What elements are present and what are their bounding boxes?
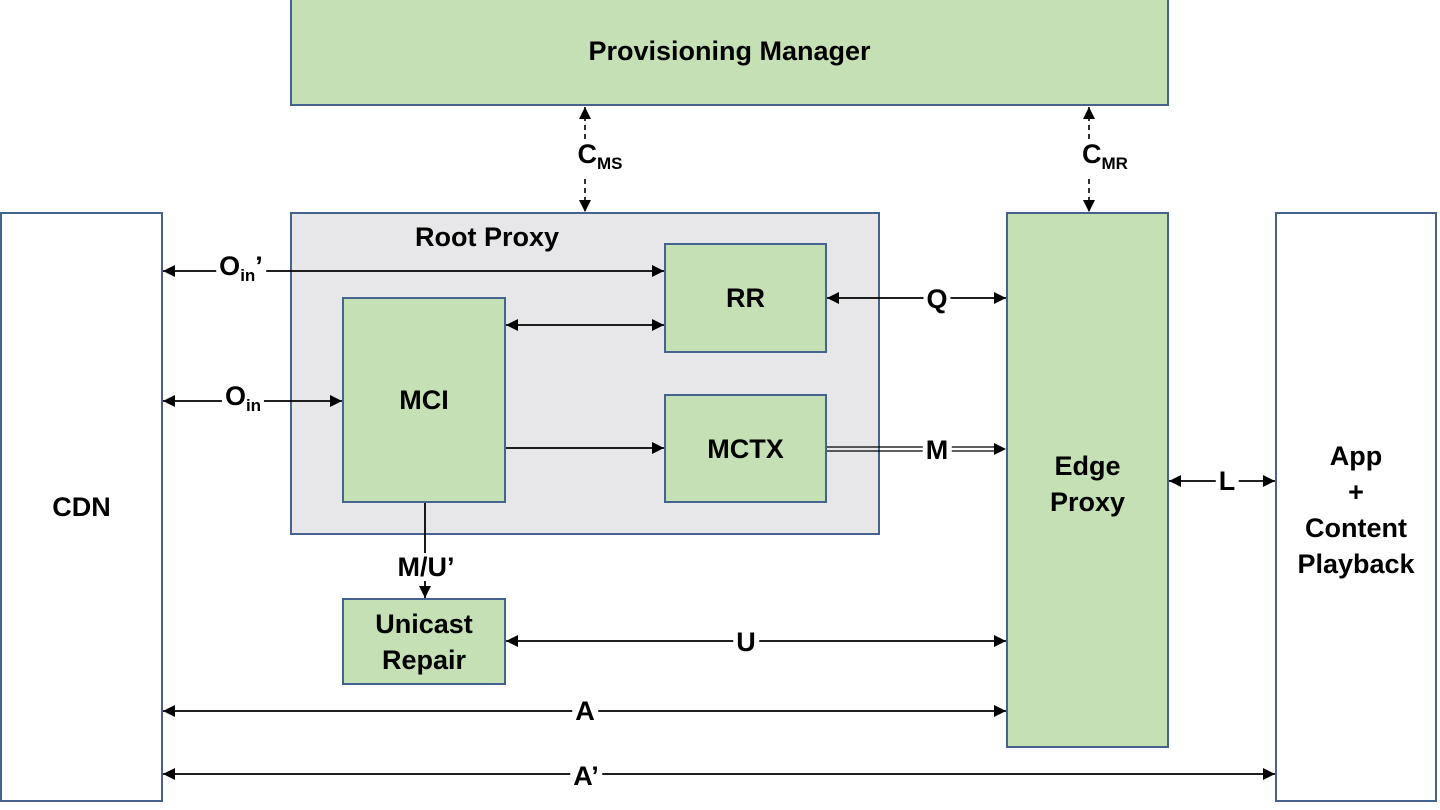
edge-label-oin-prime-sub: in <box>240 266 256 285</box>
edge-label-cmr-sub: MR <box>1101 154 1128 173</box>
app-label-line4: Playback <box>1297 549 1415 579</box>
edge-proxy-label-line1: Edge <box>1054 451 1121 481</box>
rr-box: RR <box>664 243 827 353</box>
unicast-repair-label-line2: Repair <box>381 644 467 675</box>
edge-proxy-label-line2: Proxy <box>1049 487 1126 517</box>
edge-label-a: A <box>572 697 598 725</box>
app-label-line3: Content <box>1305 513 1407 543</box>
edge-label-oin-prime: Oin’ <box>216 252 266 290</box>
edge-label-cms-sub: MS <box>597 154 623 173</box>
app-content-playback-box: App + Content Playback <box>1275 212 1437 802</box>
edge-label-cmr-main: C <box>1082 139 1102 169</box>
root-proxy-label: Root Proxy <box>415 222 560 252</box>
rr-label: RR <box>726 283 765 313</box>
edge-label-cmr: CMR <box>1079 140 1131 178</box>
edge-m-arrowhead <box>994 443 1006 455</box>
edge-label-a-prime: A’ <box>570 762 602 790</box>
edge-label-cms: CMS <box>574 139 626 178</box>
mci-label: MCI <box>399 385 449 415</box>
mctx-box: MCTX <box>664 394 827 503</box>
edge-label-oin-prime-main: O <box>219 251 241 281</box>
cdn-box: CDN <box>0 212 163 802</box>
app-label-line1: App <box>1329 441 1383 471</box>
mctx-label: MCTX <box>707 433 784 464</box>
edge-label-u: U <box>733 628 759 656</box>
edge-label-l: L <box>1215 467 1239 495</box>
cdn-label: CDN <box>52 492 111 522</box>
edge-label-oin-main: O <box>224 381 246 411</box>
edge-label-m: M <box>922 436 952 464</box>
edge-proxy-box: Edge Proxy <box>1006 212 1169 748</box>
edge-label-q: Q <box>923 285 951 313</box>
edge-label-oin-prime-suffix: ’ <box>255 251 263 281</box>
edge-label-oin: Oin <box>221 381 265 420</box>
app-label-line2: + <box>1348 477 1364 507</box>
unicast-repair-label-line1: Unicast <box>375 608 473 639</box>
edge-label-mu-prime: M/U’ <box>394 553 458 581</box>
edge-label-oin-sub: in <box>245 396 262 415</box>
unicast-repair-box: Unicast Repair <box>342 598 506 685</box>
mci-box: MCI <box>342 297 506 503</box>
provisioning-manager-box: Provisioning Manager <box>290 0 1169 106</box>
edge-label-cms-main: C <box>577 139 598 169</box>
provisioning-manager-label: Provisioning Manager <box>588 36 871 66</box>
